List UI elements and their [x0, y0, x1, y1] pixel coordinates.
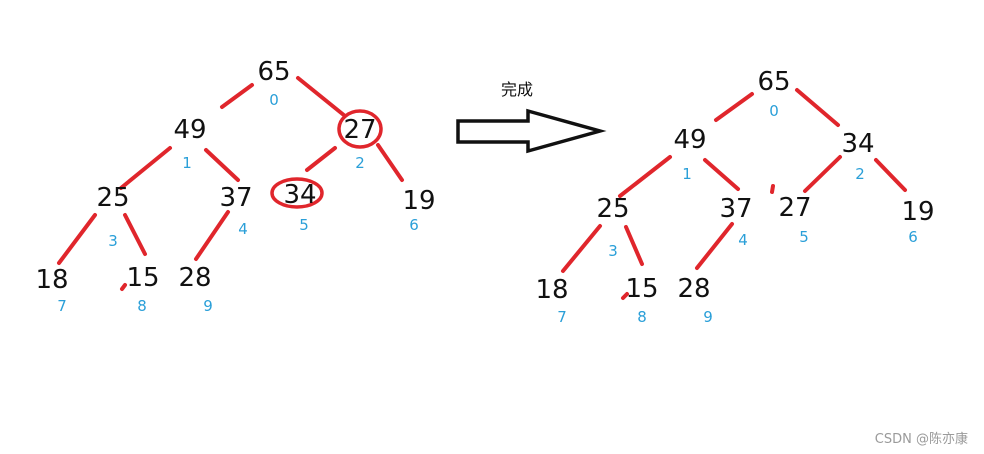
highlight-circle [337, 109, 383, 149]
node-index: 4 [238, 220, 248, 238]
node-value: 65 [757, 67, 790, 97]
edge [57, 213, 97, 265]
node-value: 34 [283, 180, 316, 210]
edge [120, 283, 127, 291]
node-index: 9 [203, 297, 213, 315]
node-index: 3 [608, 242, 618, 260]
node-index: 8 [637, 308, 647, 326]
node-index: 0 [269, 91, 279, 109]
edge [119, 146, 172, 190]
node-index: 3 [108, 232, 118, 250]
arrow-shape [456, 108, 607, 154]
node-index: 7 [57, 297, 67, 315]
node-index: 2 [855, 165, 865, 183]
node-value: 18 [35, 265, 68, 295]
edge [296, 76, 347, 118]
edge [624, 225, 644, 266]
node-index: 5 [299, 216, 309, 234]
node-value: 19 [402, 186, 435, 216]
edge [561, 224, 602, 273]
watermark: CSDN @陈亦康 [875, 431, 968, 447]
edge [204, 148, 240, 182]
node-index: 6 [908, 228, 918, 246]
node-value: 65 [257, 57, 290, 87]
node-value: 37 [719, 194, 752, 224]
edge [305, 146, 337, 172]
edge [376, 143, 404, 182]
highlight-circle [270, 177, 324, 209]
arrow-label: 完成 [501, 80, 533, 99]
edge [803, 155, 842, 193]
transition-arrow: 完成 [456, 80, 607, 154]
node-value: 19 [901, 197, 934, 227]
node-index: 9 [703, 308, 713, 326]
node-value: 28 [677, 274, 710, 304]
tree-before: 65 0 49 1 27 2 25 3 37 4 34 5 19 6 18 7 … [35, 57, 435, 315]
node-index: 2 [355, 154, 365, 172]
node-value: 27 [343, 115, 376, 145]
edge [874, 158, 907, 192]
node-value: 49 [173, 115, 206, 145]
node-index: 4 [738, 231, 748, 249]
edge [220, 83, 254, 109]
node-index: 8 [137, 297, 147, 315]
node-index: 1 [182, 154, 192, 172]
node-value: 15 [126, 263, 159, 293]
edge [795, 88, 840, 127]
edge [695, 222, 734, 270]
node-value: 25 [596, 194, 629, 224]
node-value: 18 [535, 275, 568, 305]
node-value: 34 [841, 129, 874, 159]
node-index: 6 [409, 216, 419, 234]
edge [194, 210, 230, 261]
node-value: 25 [96, 183, 129, 213]
edge [618, 155, 672, 198]
edge [123, 213, 147, 256]
node-value: 49 [673, 125, 706, 155]
edge [621, 292, 629, 300]
node-index: 0 [769, 102, 779, 120]
node-value: 37 [219, 183, 252, 213]
node-value: 15 [625, 274, 658, 304]
node-index: 1 [682, 165, 692, 183]
node-index: 5 [799, 228, 809, 246]
edge [703, 158, 740, 191]
tree-after: 65 0 49 1 34 2 25 3 37 4 27 5 19 6 18 7 … [535, 67, 934, 326]
node-value: 27 [778, 193, 811, 223]
node-value: 28 [178, 263, 211, 293]
edge [770, 184, 775, 194]
edge [714, 92, 754, 122]
node-index: 7 [557, 308, 567, 326]
